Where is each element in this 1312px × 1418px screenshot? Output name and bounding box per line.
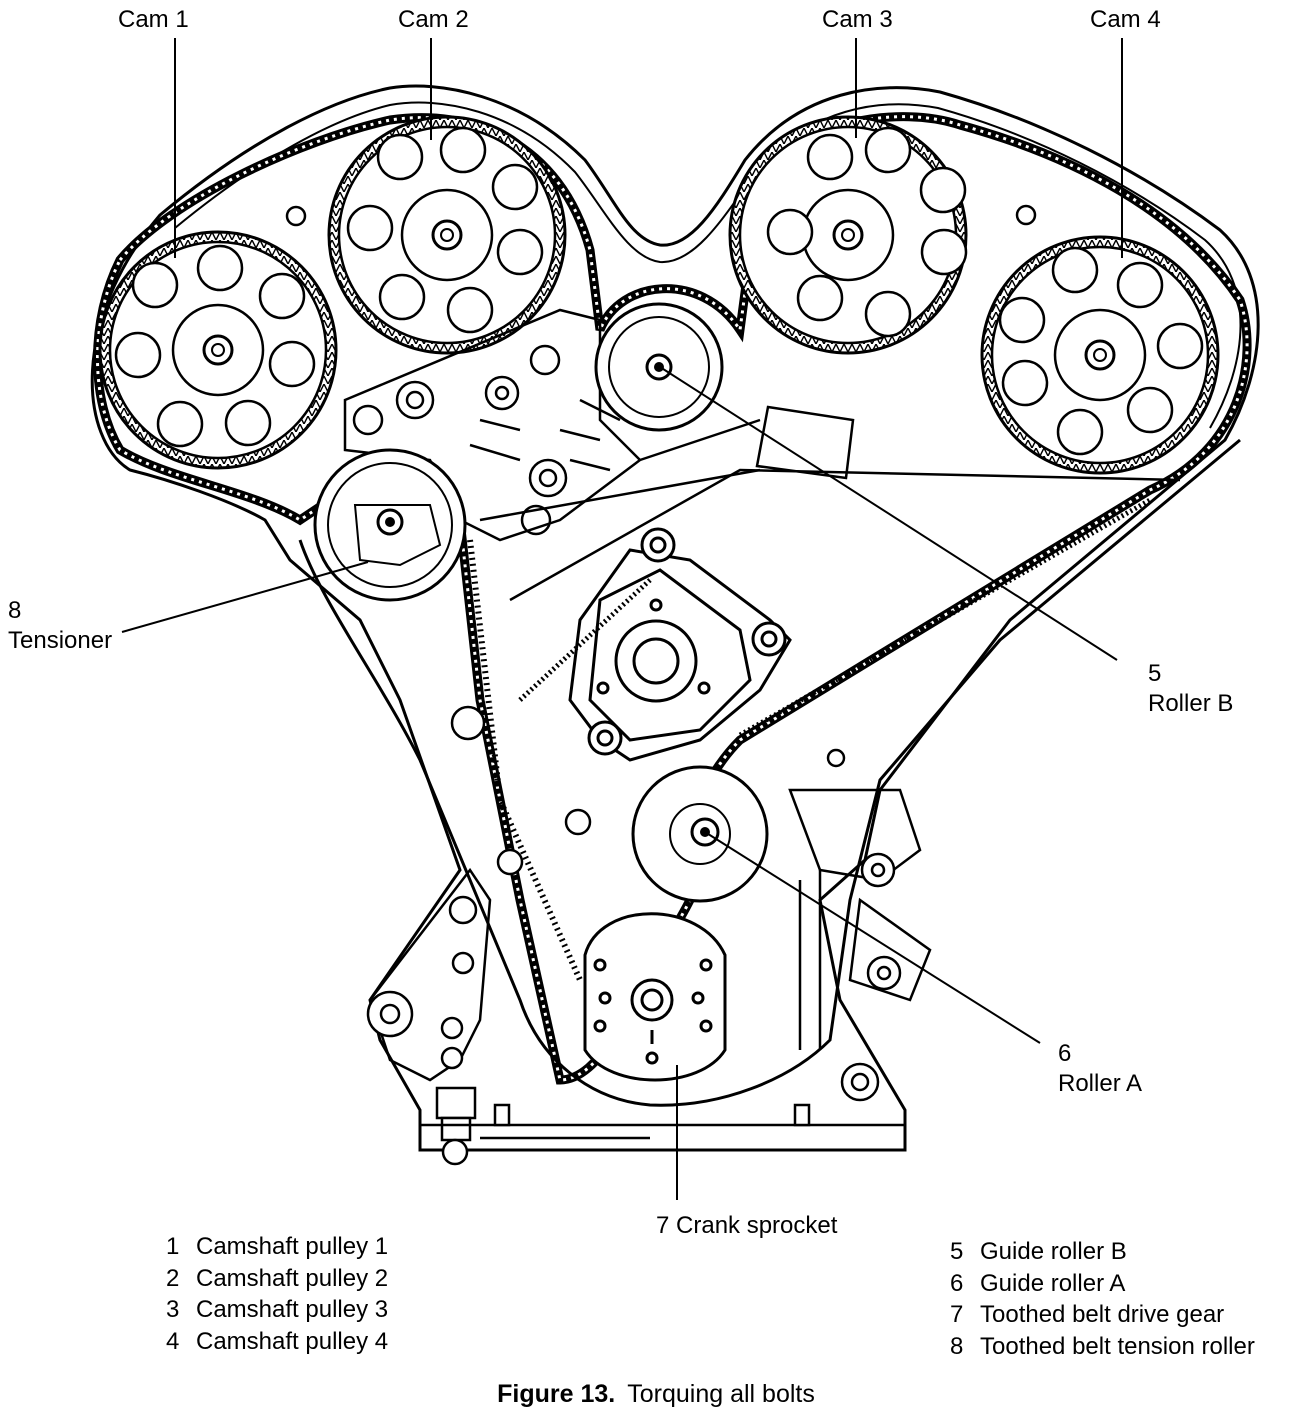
roller-a-label: Roller A (1058, 1070, 1143, 1097)
right-bracket (788, 788, 932, 1102)
cam1-label: Cam 1 (118, 6, 189, 33)
left-bracket (366, 867, 905, 1166)
leader-lines (121, 38, 1123, 1200)
guide-roller-b (594, 302, 724, 432)
crank-sprocket-label: 7 Crank sprocket (656, 1212, 838, 1239)
belt-run-upper-right (509, 468, 1181, 602)
roller-b-label: Roller B (1148, 690, 1234, 717)
cam3-label: Cam 3 (822, 6, 893, 33)
water-pump (568, 527, 792, 762)
figure-caption: Figure 13. Torquing all bolts (0, 1380, 1312, 1409)
cover-inner-outline (174, 101, 1242, 429)
figure-title: Torquing all bolts (627, 1380, 815, 1408)
cylinder-head-casting (343, 308, 855, 542)
crank-sprocket (583, 912, 727, 1082)
tensioner-label: Tensioner (8, 627, 113, 654)
camshaft-pulley-3 (728, 115, 968, 355)
camshaft-pulley-4 (980, 235, 1220, 475)
guide-roller-a (631, 765, 769, 903)
belt-run-lower-right (518, 497, 1152, 738)
cam4-label: Cam 4 (1090, 6, 1161, 33)
cover-bolts (285, 204, 1037, 876)
tensioner-leader (121, 561, 369, 633)
roller-a-number: 6 (1058, 1040, 1072, 1067)
camshaft-pulley-2 (327, 115, 567, 355)
roller-b-leader (659, 366, 1118, 661)
roller-a-leader (704, 831, 1041, 1044)
tensioner-roller (313, 448, 467, 602)
cam2-label: Cam 2 (398, 6, 469, 33)
figure-number: Figure 13. (497, 1380, 616, 1408)
belt-run-left (298, 438, 1241, 1107)
timing-cover-outline (90, 84, 1260, 1152)
tensioner-number: 8 (8, 597, 22, 624)
roller-b-number: 5 (1148, 660, 1162, 687)
camshaft-pulley-1 (98, 230, 338, 470)
